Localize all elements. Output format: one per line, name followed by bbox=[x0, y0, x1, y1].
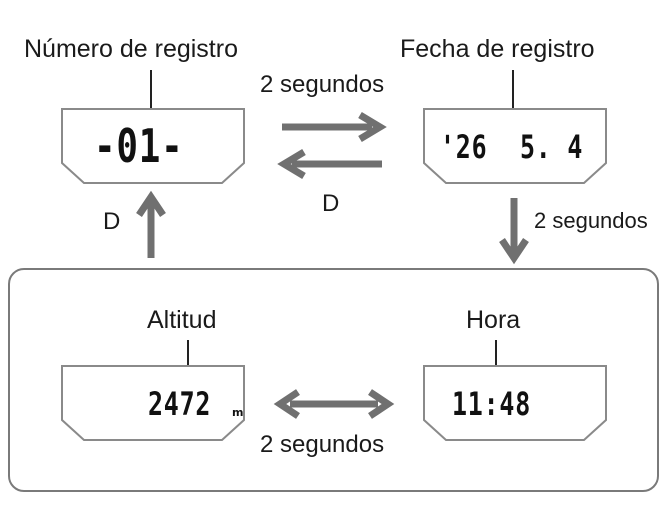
arrow-down-to-time-head bbox=[499, 238, 529, 265]
altitude-display: 2472 m bbox=[60, 364, 246, 442]
altitude-value: 2472 bbox=[148, 385, 212, 423]
record-date-display: '26 5. 4 bbox=[422, 107, 608, 185]
record-number-value: -01- bbox=[94, 119, 184, 173]
record-date-month-day: 5. 4 bbox=[520, 128, 584, 166]
altitude-time-group-frame bbox=[8, 268, 659, 492]
arrow-up-to-record-head bbox=[136, 190, 166, 217]
lcd-frame bbox=[423, 365, 607, 441]
up-button-label: D bbox=[103, 208, 121, 235]
record-date-year: '26 bbox=[440, 128, 488, 166]
time-display: 11:48 bbox=[422, 364, 608, 442]
arrow-left-back-head bbox=[277, 148, 306, 180]
lcd-frame bbox=[61, 365, 245, 441]
record-number-label: Número de registro bbox=[24, 35, 238, 63]
altitude-label: Altitud bbox=[147, 306, 217, 334]
lcd-frame bbox=[423, 108, 607, 184]
altitude-pointer-line bbox=[187, 340, 189, 378]
time-label: Hora bbox=[466, 306, 521, 334]
arrow-alt-time-left-head bbox=[273, 389, 300, 419]
alt-time-duration-label: 2 segundos bbox=[260, 431, 385, 458]
arrow-right-to-date-head bbox=[358, 111, 387, 143]
lcd-frame bbox=[61, 108, 245, 184]
time-pointer-line bbox=[495, 340, 497, 378]
record-number-display: -01- bbox=[60, 107, 246, 185]
record-date-pointer-line bbox=[512, 70, 514, 112]
altitude-unit: m bbox=[232, 406, 244, 419]
back-button-label: D bbox=[322, 190, 340, 217]
arrow-alt-time-right-head bbox=[368, 389, 395, 419]
time-value: 11:48 bbox=[452, 385, 532, 423]
record-number-pointer-line bbox=[150, 70, 152, 112]
to-date-duration-label: 2 segundos bbox=[260, 71, 385, 98]
to-time-duration-label: 2 segundos bbox=[534, 208, 648, 233]
record-date-label: Fecha de registro bbox=[400, 35, 595, 63]
